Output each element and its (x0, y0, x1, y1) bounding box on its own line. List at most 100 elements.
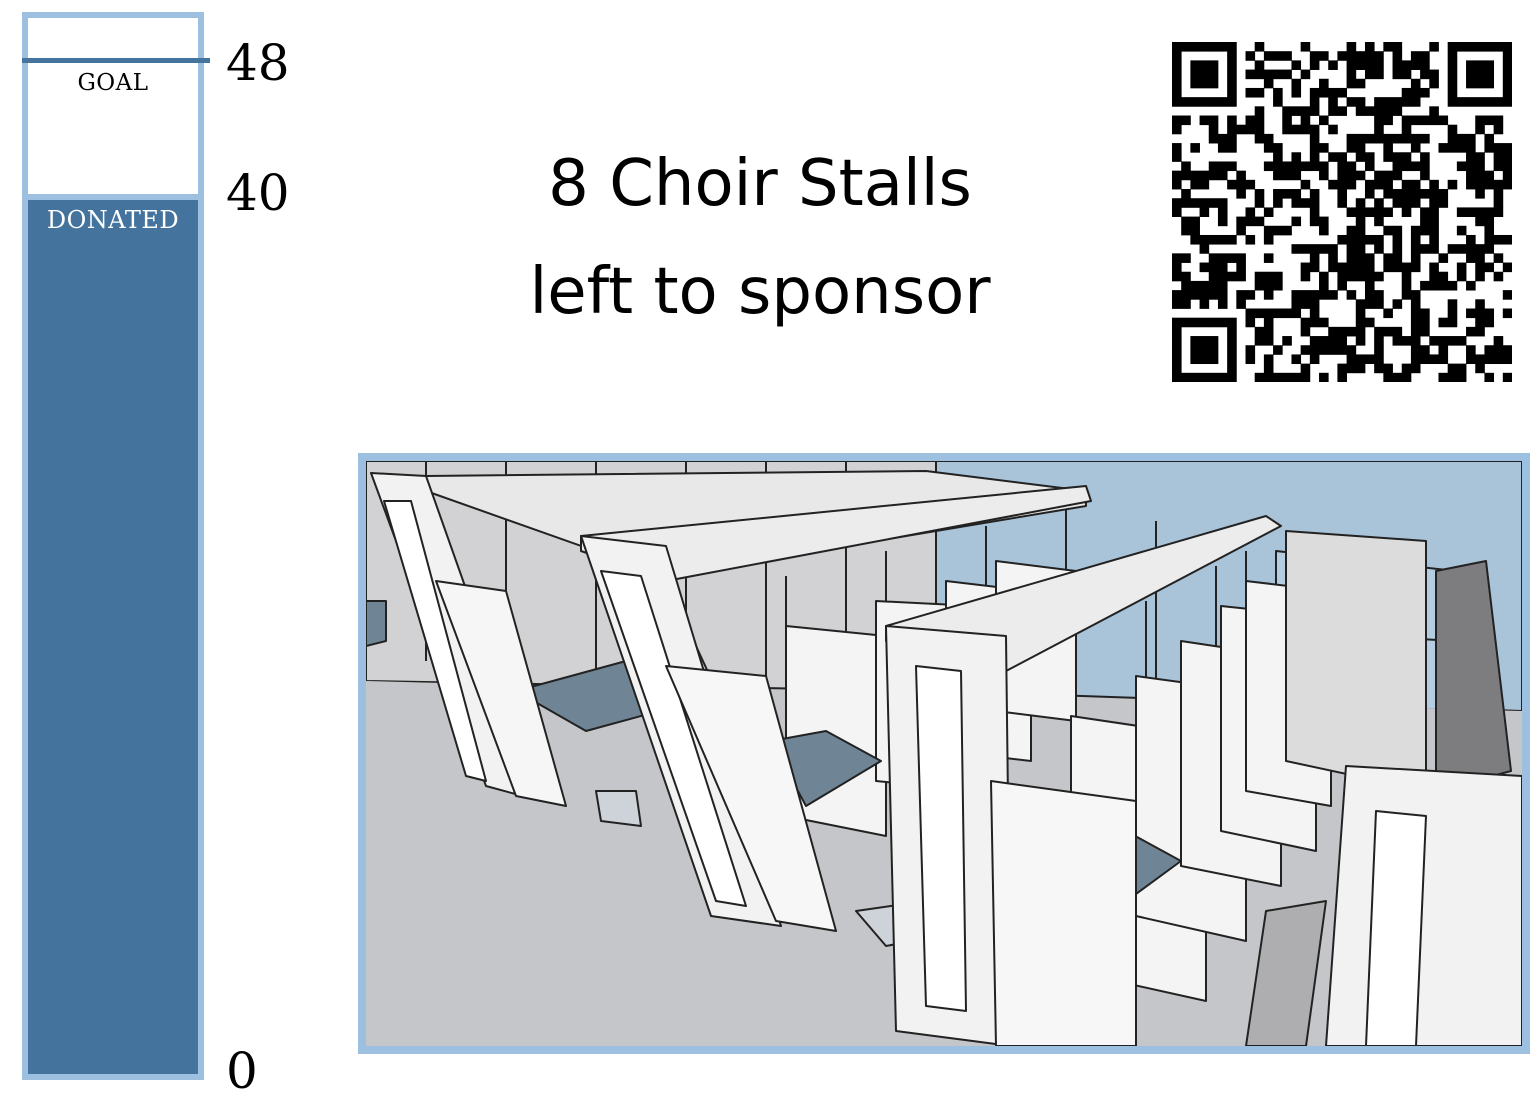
qr-module (1328, 244, 1338, 254)
qr-module (1337, 152, 1347, 162)
qr-module (1420, 69, 1430, 80)
qr-module (1392, 234, 1403, 245)
qr-module (1392, 133, 1403, 144)
qr-module (1346, 244, 1357, 254)
qr-module (1466, 97, 1476, 107)
qr-module (1392, 161, 1403, 172)
qr-module (1217, 317, 1228, 328)
qr-module (1208, 271, 1219, 282)
qr-module (1346, 170, 1357, 181)
qr-module (1282, 51, 1292, 61)
qr-module (1291, 106, 1302, 116)
qr-module (1346, 253, 1357, 263)
qr-module (1410, 189, 1421, 199)
qr-module (1493, 179, 1504, 190)
qr-module (1429, 189, 1439, 199)
qr-module (1263, 363, 1274, 374)
qr-module (1466, 152, 1476, 162)
qr-module (1208, 354, 1219, 365)
qr-module (1245, 317, 1256, 328)
qr-module (1355, 234, 1366, 245)
qr-module (1309, 354, 1320, 365)
qr-module (1456, 42, 1467, 52)
goal-label: GOAL (77, 70, 149, 96)
qr-module (1355, 225, 1366, 236)
qr-module (1484, 216, 1495, 227)
qr-module (1254, 115, 1265, 126)
qr-module (1466, 244, 1476, 254)
qr-module (1172, 69, 1182, 80)
qr-module (1374, 69, 1384, 80)
qr-module (1447, 60, 1458, 70)
qr-module (1181, 253, 1191, 263)
qr-module (1410, 336, 1421, 346)
qr-module (1429, 69, 1439, 80)
qr-module (1502, 87, 1512, 98)
qr-module (1401, 69, 1412, 80)
qr-module (1475, 124, 1485, 135)
donation-thermometer: GOAL DONATED (22, 12, 210, 1080)
qr-module (1438, 317, 1449, 328)
qr-module (1410, 244, 1421, 254)
qr-module (1364, 253, 1375, 263)
qr-module (1374, 207, 1384, 217)
qr-module (1410, 133, 1421, 144)
qr-module (1199, 60, 1210, 70)
qr-module (1410, 60, 1421, 70)
qr-module (1420, 308, 1430, 319)
qr-module (1208, 262, 1219, 273)
qr-module (1181, 170, 1191, 181)
qr-module (1190, 143, 1200, 153)
qr-module (1502, 372, 1512, 382)
qr-module (1401, 179, 1412, 190)
qr-module (1199, 336, 1210, 346)
qr-module (1438, 189, 1449, 199)
qr-module (1208, 253, 1219, 263)
qr-module (1429, 234, 1439, 245)
qr-module (1328, 152, 1338, 162)
qr-module (1466, 170, 1476, 181)
qr-module (1484, 170, 1495, 181)
qr-module (1346, 60, 1357, 70)
qr-module (1383, 42, 1393, 52)
qr-module (1217, 262, 1228, 273)
qr-module (1291, 299, 1302, 309)
qr-module (1273, 372, 1283, 382)
qr-module (1346, 143, 1357, 153)
qr-module (1337, 372, 1347, 382)
qr-module (1263, 336, 1274, 346)
qr-module (1291, 170, 1302, 181)
qr-module (1383, 326, 1393, 337)
qr-module (1319, 280, 1329, 291)
qr-module (1475, 179, 1485, 190)
qr-module (1447, 336, 1458, 346)
qr-module (1493, 336, 1504, 346)
qr-module (1392, 326, 1403, 337)
qr-module (1217, 97, 1228, 107)
qr-module (1190, 345, 1200, 355)
qr-module (1328, 253, 1338, 263)
qr-module (1217, 253, 1228, 263)
qr-module (1254, 42, 1265, 52)
qr-module (1346, 345, 1357, 355)
qr-module (1172, 170, 1182, 181)
qr-module (1300, 317, 1311, 328)
qr-module (1475, 170, 1485, 181)
qr-module (1190, 317, 1200, 328)
qr-module (1410, 225, 1421, 236)
qr-module (1282, 106, 1292, 116)
qr-module (1227, 161, 1237, 172)
qr-module (1199, 78, 1210, 89)
qr-module (1217, 133, 1228, 144)
qr-module (1319, 225, 1329, 236)
qr-module (1392, 60, 1403, 70)
qr-module (1346, 363, 1357, 374)
qr-module (1291, 290, 1302, 300)
qr-module (1254, 271, 1265, 282)
qr-code-icon[interactable] (1172, 42, 1512, 382)
qr-module (1420, 170, 1430, 181)
qr-module (1217, 372, 1228, 382)
qr-module (1502, 69, 1512, 80)
qr-module (1466, 354, 1476, 365)
qr-module (1319, 51, 1329, 61)
